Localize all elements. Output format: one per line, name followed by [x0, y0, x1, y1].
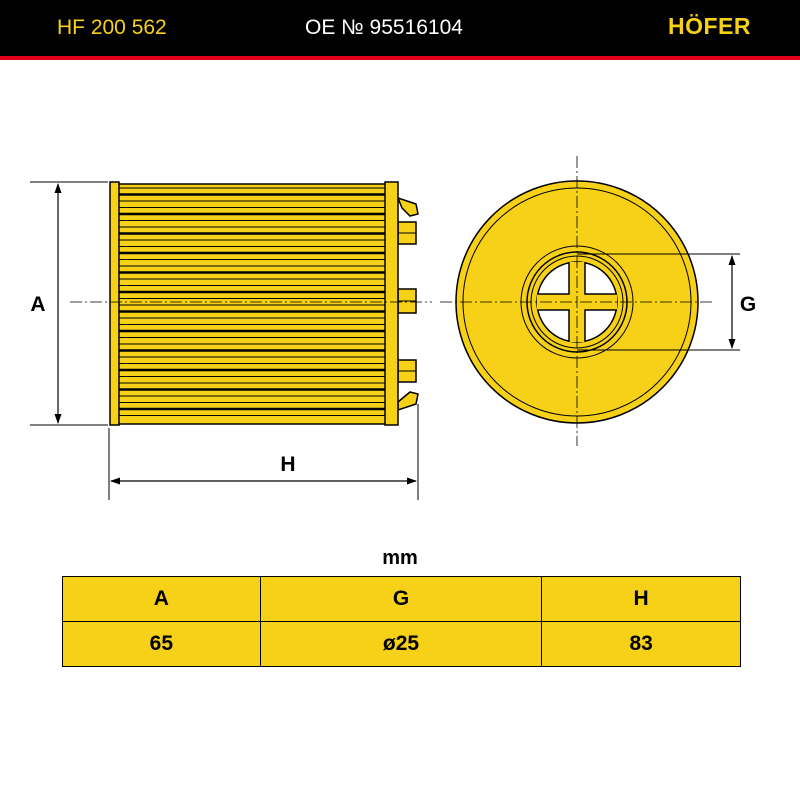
filter-left-end-cap: [109, 181, 120, 426]
table-value-g: ø25: [259, 621, 543, 667]
filter-side-view: [70, 181, 432, 426]
dimensions-table: A G H 65 ø25 83: [62, 576, 741, 667]
unit-label: mm: [382, 547, 418, 569]
table-header-g: G: [259, 576, 543, 622]
filter-body: [117, 183, 387, 425]
dimension-h-label: H: [280, 453, 295, 476]
oe-number: OE № 95516104: [305, 16, 463, 39]
header-bar: [0, 0, 800, 56]
dimension-a: A: [30, 181, 108, 426]
dimension-g: G: [577, 253, 756, 351]
table-value-h: 83: [541, 621, 741, 667]
dimension-g-label: G: [740, 293, 756, 316]
dimension-a-label: A: [30, 293, 45, 316]
dimension-h: H: [108, 404, 419, 500]
side-view-clips: [396, 196, 419, 412]
table-header-row: A G H: [62, 576, 741, 622]
table-header-a: A: [62, 576, 261, 622]
filter-end-view: [440, 156, 714, 446]
brand-logo: HÖFER: [668, 13, 751, 39]
table-value-a: 65: [62, 621, 261, 667]
table-header-h: H: [541, 576, 741, 622]
technical-drawing: A H G: [30, 156, 756, 500]
filter-right-end-cap: [384, 181, 399, 426]
part-number: HF 200 562: [57, 16, 167, 39]
header-accent-stripe: [0, 56, 800, 60]
filter-pleats: [119, 187, 386, 417]
table-value-row: 65 ø25 83: [62, 621, 741, 667]
